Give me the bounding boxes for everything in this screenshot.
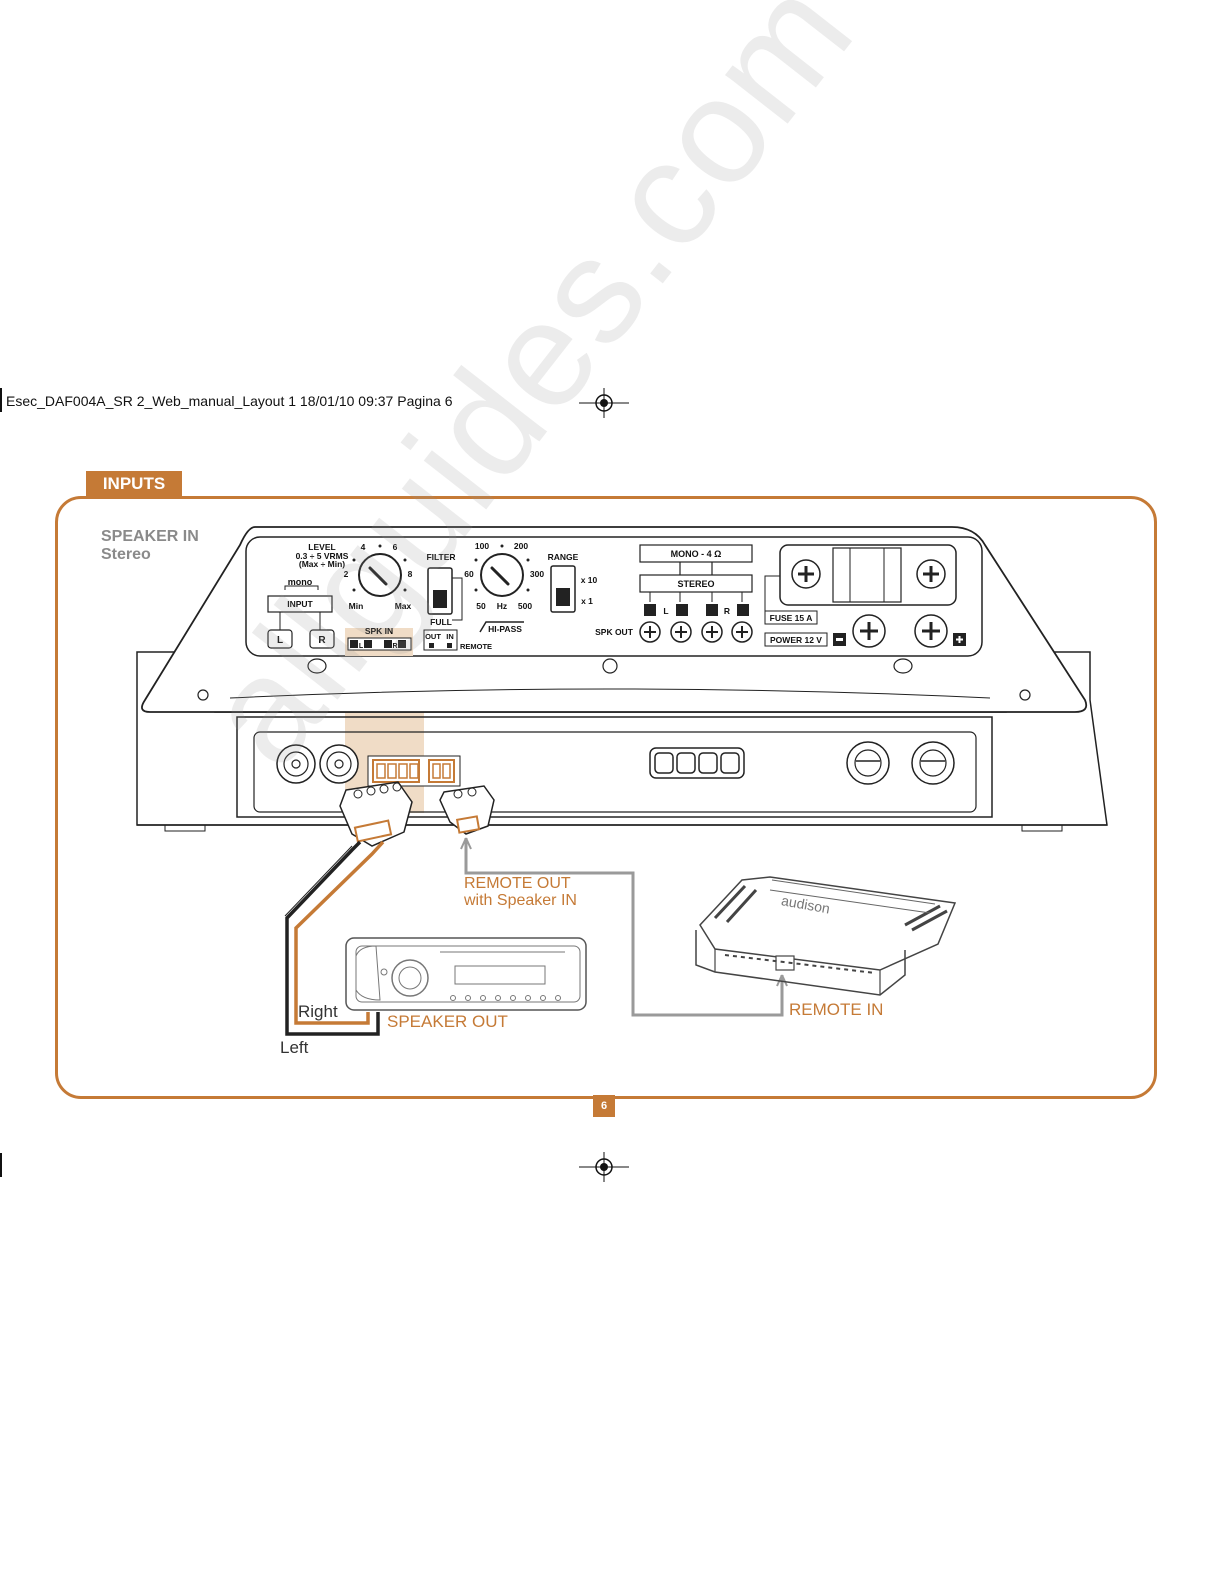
level-knob-icon bbox=[358, 553, 402, 597]
section-subtitle: Stereo bbox=[101, 546, 151, 563]
audison-amplifier-icon bbox=[695, 876, 957, 996]
svg-text:(Max ÷ Min): (Max ÷ Min) bbox=[299, 559, 345, 569]
svg-text:R: R bbox=[392, 643, 397, 650]
right-channel-label: Right bbox=[298, 1002, 338, 1021]
svg-text:x 1: x 1 bbox=[581, 596, 593, 606]
page-number: 6 bbox=[593, 1095, 615, 1117]
svg-text:MONO - 4 Ω: MONO - 4 Ω bbox=[671, 549, 722, 559]
amp-connector-bay bbox=[253, 731, 977, 813]
svg-text:mono: mono bbox=[288, 577, 313, 587]
svg-text:50: 50 bbox=[476, 601, 486, 611]
crop-mark-left-top bbox=[0, 388, 2, 412]
svg-text:SPK IN: SPK IN bbox=[365, 626, 393, 636]
svg-text:6: 6 bbox=[393, 542, 398, 552]
svg-text:STEREO: STEREO bbox=[677, 579, 714, 589]
head-unit-icon bbox=[345, 937, 587, 1011]
svg-text:60: 60 bbox=[464, 569, 474, 579]
svg-text:SPK OUT: SPK OUT bbox=[595, 627, 634, 637]
spk-out-terminals bbox=[639, 621, 753, 643]
remote-out-line-2: with Speaker IN bbox=[464, 892, 577, 909]
section-title-main: SPEAKER IN bbox=[101, 528, 199, 545]
section-tab: INPUTS bbox=[86, 471, 182, 497]
svg-text:L: L bbox=[663, 606, 668, 616]
svg-text:Max: Max bbox=[395, 601, 412, 611]
svg-text:x 10: x 10 bbox=[581, 575, 598, 585]
svg-text:0.3 ÷ 5 VRMS: 0.3 ÷ 5 VRMS bbox=[296, 551, 349, 561]
remote-wire bbox=[464, 838, 784, 1017]
svg-text:FUSE 15 A: FUSE 15 A bbox=[770, 613, 813, 623]
svg-text:FILTER: FILTER bbox=[426, 552, 455, 562]
svg-text:INPUT: INPUT bbox=[287, 599, 313, 609]
remote-out-label: REMOTE OUT with Speaker IN bbox=[464, 875, 577, 909]
svg-text:2: 2 bbox=[344, 569, 349, 579]
registration-mark-top-icon bbox=[579, 388, 629, 418]
left-wire bbox=[285, 840, 380, 1036]
svg-text:L: L bbox=[277, 635, 283, 646]
svg-text:L: L bbox=[359, 643, 364, 650]
svg-text:IN: IN bbox=[446, 632, 454, 641]
svg-text:500: 500 bbox=[518, 601, 532, 611]
svg-text:200: 200 bbox=[514, 541, 528, 551]
svg-text:Min: Min bbox=[349, 601, 364, 611]
speaker-out-label: SPEAKER OUT bbox=[387, 1012, 508, 1031]
panel-labels: LEVEL 0.3 ÷ 5 VRMS (Max ÷ Min) 2 4 6 8 M… bbox=[277, 541, 822, 651]
remote-out-line-1: REMOTE OUT bbox=[464, 875, 571, 892]
remote-in-label: REMOTE IN bbox=[789, 1000, 884, 1019]
svg-text:Hz: Hz bbox=[497, 601, 507, 611]
svg-text:POWER 12 V: POWER 12 V bbox=[770, 635, 822, 645]
control-panel bbox=[245, 536, 983, 657]
svg-text:4: 4 bbox=[361, 542, 366, 552]
svg-text:100: 100 bbox=[475, 541, 489, 551]
svg-text:300: 300 bbox=[530, 569, 544, 579]
svg-text:FULL: FULL bbox=[430, 617, 452, 627]
registration-mark-bottom-icon bbox=[579, 1152, 629, 1182]
svg-text:RANGE: RANGE bbox=[548, 552, 579, 562]
frequency-knob-icon bbox=[480, 553, 524, 597]
svg-text:R: R bbox=[318, 635, 326, 646]
right-wire bbox=[294, 840, 385, 1025]
section-title: SPEAKER IN Stereo bbox=[101, 528, 199, 564]
amp-bottom-side bbox=[236, 716, 993, 818]
print-slug: Esec_DAF004A_SR 2_Web_manual_Layout 1 18… bbox=[6, 393, 453, 409]
left-channel-label: Left bbox=[280, 1038, 309, 1057]
svg-text:HI-PASS: HI-PASS bbox=[488, 624, 522, 634]
speaker-in-plug bbox=[339, 781, 413, 847]
crop-mark-left-bottom bbox=[0, 1153, 2, 1177]
remote-plug bbox=[439, 785, 495, 835]
svg-text:R: R bbox=[724, 606, 730, 616]
svg-text:8: 8 bbox=[408, 569, 413, 579]
svg-text:OUT: OUT bbox=[425, 632, 441, 641]
svg-text:LEVEL: LEVEL bbox=[308, 542, 335, 552]
svg-text:REMOTE: REMOTE bbox=[460, 642, 492, 651]
